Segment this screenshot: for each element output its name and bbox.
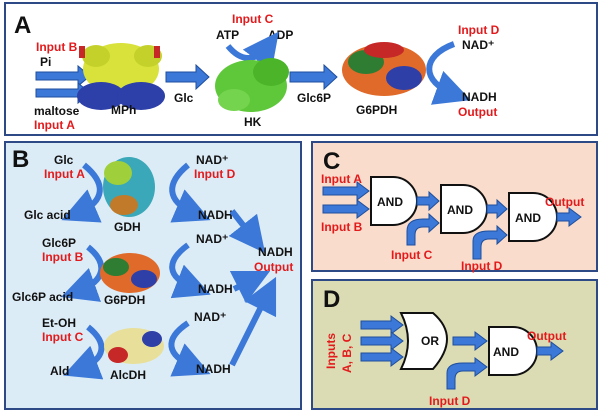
b-glc-acid-label: Glc acid <box>24 208 71 222</box>
glc-label: Glc <box>174 91 194 105</box>
b-nad1-label: NAD⁺ <box>196 153 228 167</box>
b-glc-label: Glc <box>54 153 74 167</box>
input-c-label: Input C <box>232 12 274 26</box>
c-gate-2-label: AND <box>447 203 473 217</box>
b-nadh3-label: NADH <box>196 362 231 376</box>
c-input-a-label: Input A <box>321 172 362 186</box>
panel-c-diagram: C Input A Input B AND AND Input C AND In… <box>321 148 584 273</box>
b-nadh1-label: NADH <box>198 208 233 222</box>
c-gate2-out-arrow <box>486 198 508 220</box>
d-input-a-arrow <box>360 315 404 335</box>
g6pdh-label: G6PDH <box>356 103 397 117</box>
b-input-c-label: Input C <box>42 330 84 344</box>
d-and-label: AND <box>493 345 519 359</box>
d-or-label: OR <box>421 334 439 348</box>
b-g6pdh-protein-image <box>100 253 160 293</box>
pi-arrow <box>35 64 91 88</box>
b-glc6p-label: Glc6P <box>42 236 76 250</box>
b-nadh-out-label: NADH <box>258 245 293 259</box>
nad-nadh-arrow <box>426 41 471 105</box>
panel-a-diagram: A Input B Pi maltose Input A MPh Glc Inp… <box>14 12 500 132</box>
input-d-label: Input D <box>458 23 500 37</box>
b-g6pdh-label: G6PDH <box>104 293 145 307</box>
panel-a: A Input B Pi maltose Input A MPh Glc Inp… <box>4 2 598 136</box>
d-input-b-arrow <box>360 331 404 351</box>
panel-c: C Input A Input B AND AND Input C AND In… <box>311 141 598 273</box>
b-input-b-label: Input B <box>42 250 84 264</box>
b-glc6p-acid-label: Glc6P acid <box>12 290 73 304</box>
panel-c-letter: C <box>323 148 340 175</box>
panel-b: B Glc Input A Glc acid GDH NAD⁺ Input D … <box>4 141 302 410</box>
b-etoh-label: Et-OH <box>42 316 76 330</box>
c-gate-1-label: AND <box>377 195 403 209</box>
mph-label: MPh <box>111 103 136 117</box>
alcdh-protein-image <box>104 328 164 364</box>
hk-label: HK <box>244 115 262 129</box>
c-output-arrow <box>556 207 582 227</box>
b-nad2-arrow <box>169 242 211 299</box>
panel-d: D Inputs A, B, C OR AND Input D Output <box>311 279 598 410</box>
d-input-d-arrow <box>446 357 488 390</box>
d-or-out-arrow <box>452 331 488 351</box>
panel-b-letter: B <box>12 146 29 173</box>
panel-b-diagram: B Glc Input A Glc acid GDH NAD⁺ Input D … <box>12 146 293 382</box>
panel-d-letter: D <box>323 286 340 313</box>
nad-label: NAD⁺ <box>462 38 494 52</box>
b-nad1-arrow <box>169 162 211 223</box>
nadh-label: NADH <box>462 90 497 104</box>
b-nadh3-collect-arrow <box>229 276 277 367</box>
atp-adp-arrow <box>225 31 279 72</box>
maltose-label: maltose <box>34 104 80 118</box>
c-input-d-arrow <box>472 224 508 260</box>
hk-protein-image <box>215 58 289 112</box>
glc6p-label: Glc6P <box>297 91 331 105</box>
b-ald-label: Ald <box>50 364 69 378</box>
b-input-a-label: Input A <box>44 167 85 181</box>
c-input-c-arrow <box>406 212 440 246</box>
glc6p-arrow <box>289 63 338 91</box>
b-nad3-label: NAD⁺ <box>194 310 226 324</box>
d-output-arrow <box>536 341 564 361</box>
b-nad3-arrow <box>168 320 211 377</box>
c-output-label: Output <box>545 195 584 209</box>
pi-label: Pi <box>40 55 51 69</box>
b-alcdh-label: AlcDH <box>110 368 146 382</box>
b-input-d-label: Input D <box>194 167 236 181</box>
adp-label: ADP <box>268 28 293 42</box>
output-label: Output <box>458 105 497 119</box>
mph-protein-image <box>77 43 165 110</box>
d-input-c-arrow <box>360 347 404 367</box>
d-input-d-label: Input D <box>429 394 471 408</box>
panel-a-letter: A <box>14 12 31 39</box>
d-inputs-label: Inputs <box>324 333 338 369</box>
atp-label: ATP <box>216 28 239 42</box>
b-output-label: Output <box>254 260 293 274</box>
c-gate1-out-arrow <box>416 190 440 212</box>
b-nad2-label: NAD⁺ <box>196 232 228 246</box>
panel-d-diagram: D Inputs A, B, C OR AND Input D Output <box>323 286 566 408</box>
d-or-gate <box>399 312 448 370</box>
g6pdh-protein-image <box>342 42 426 96</box>
d-output-label: Output <box>527 329 566 343</box>
b-etoh-arrow <box>63 324 105 380</box>
input-b-label: Input B <box>36 40 78 54</box>
b-glc-arrow <box>61 162 103 223</box>
glc-arrow <box>165 63 210 91</box>
b-nadh2-label: NADH <box>198 282 233 296</box>
c-input-d-label: Input D <box>461 259 503 273</box>
c-input-c-label: Input C <box>391 248 433 262</box>
b-gdh-label: GDH <box>114 220 141 234</box>
b-nadh2-collect-arrow <box>229 270 271 304</box>
d-abc-label: A, B, C <box>340 333 354 373</box>
b-nadh1-collect-arrow <box>228 209 266 254</box>
c-input-b-label: Input B <box>321 220 363 234</box>
gdh-protein-image <box>103 157 155 217</box>
c-input-a-arrow <box>322 181 370 201</box>
c-input-b-arrow <box>322 199 370 219</box>
input-a-label: Input A <box>34 118 75 132</box>
c-gate-3-label: AND <box>515 211 541 225</box>
